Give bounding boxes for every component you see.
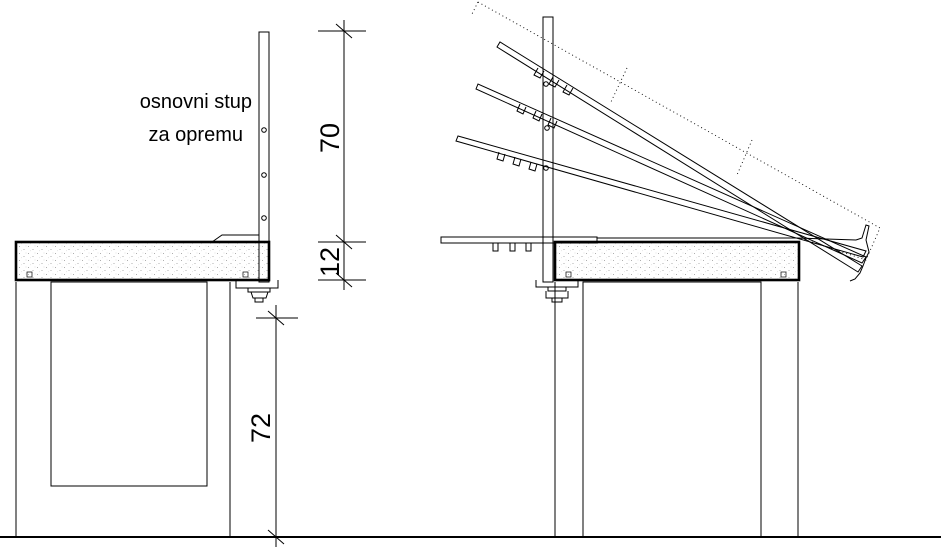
right-equipment-post	[542, 16, 554, 283]
left-worktop	[14, 240, 271, 282]
right-post-clamp	[535, 280, 579, 303]
tilted-bracket-1	[455, 135, 867, 258]
left-worktop-clip	[26, 271, 33, 278]
left-worktop-clip-2	[242, 271, 249, 278]
right-cabinet-assembly	[440, 1, 881, 538]
dimension-upper: 70	[315, 20, 366, 250]
dimension-lower: 72	[246, 305, 298, 547]
post-hole-2	[261, 172, 267, 178]
swing-division-2	[736, 139, 753, 176]
swing-division-1	[609, 67, 628, 105]
dimension-lower-label: 72	[246, 413, 276, 443]
right-worktop-clip-2	[780, 271, 787, 278]
left-cabinet-door	[50, 281, 208, 487]
dimension-worktop: 12	[315, 241, 366, 290]
left-cabinet-assembly	[14, 31, 279, 537]
tilted-bracket-2	[475, 83, 867, 264]
annotation-line-1: osnovni stup	[140, 91, 252, 113]
equipment-post	[258, 31, 270, 283]
swing-envelope	[470, 1, 881, 261]
dimension-upper-label: 70	[315, 123, 345, 153]
flat-bracket-teeth	[492, 243, 532, 252]
right-cabinet-door	[582, 281, 762, 538]
post-hole-1	[261, 127, 267, 133]
tilted-bracket-3	[496, 41, 863, 273]
left-cabinet-body	[15, 282, 231, 537]
bracket-tips	[796, 224, 870, 282]
flat-bracket-bar	[440, 236, 598, 244]
right-worktop	[553, 240, 801, 282]
post-clamp	[235, 280, 279, 303]
annotation-line-2: za opremu	[149, 124, 244, 146]
right-cabinet-body	[554, 282, 799, 537]
right-worktop-clip	[565, 271, 572, 278]
post-annotation: osnovni stup za opremu	[140, 91, 252, 146]
post-hole-3	[261, 215, 267, 221]
dimension-worktop-label: 12	[315, 247, 345, 277]
